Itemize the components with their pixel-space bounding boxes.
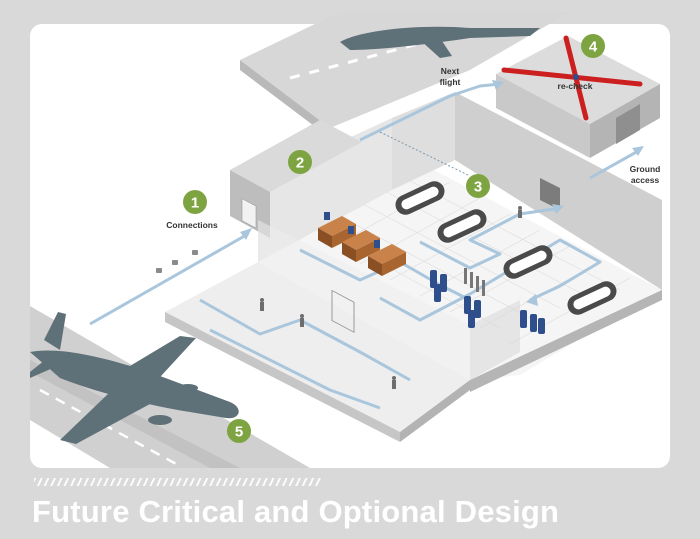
- front-wall: [258, 220, 470, 380]
- label-connections: Connections: [166, 220, 218, 230]
- building-2-door: [241, 198, 257, 229]
- label-ground-access-2: access: [631, 175, 660, 185]
- back-wall-left: [258, 118, 392, 262]
- marker-5: 5: [227, 419, 251, 443]
- label-next-flight-2: flight: [440, 77, 461, 87]
- marker-1: 1: [183, 190, 207, 214]
- building-4-left: [496, 74, 590, 158]
- marker-4-text: 4: [589, 39, 598, 56]
- marker-2-text: 2: [296, 155, 304, 172]
- aircraft-top: [340, 26, 540, 58]
- passengers: [260, 206, 522, 389]
- ground-access-door: [540, 178, 560, 210]
- sightline-dotted: [379, 131, 471, 177]
- building-4-opening: [616, 104, 640, 144]
- marker-5-text: 5: [235, 424, 243, 441]
- recheck-cross-center: [573, 74, 579, 80]
- runway-bottom-shoulder: [30, 360, 240, 468]
- runway-bottom-stripe: [39, 388, 181, 468]
- queue-posts: [464, 268, 485, 296]
- label-recheck: re-check: [558, 81, 593, 91]
- apron-floor: [165, 262, 470, 432]
- page-title: Future Critical and Optional Design: [32, 494, 560, 529]
- title-hatch-decoration: [34, 478, 322, 486]
- entrance-door: [331, 289, 355, 333]
- security-kiosks: [430, 270, 545, 334]
- marker-3-text: 3: [474, 179, 482, 196]
- marker-3: 3: [466, 174, 490, 198]
- label-ground-access-1: Ground: [630, 164, 661, 174]
- terminal-base-edge: [470, 290, 662, 392]
- baggage-carousels: [395, 181, 617, 315]
- apron-floor-edge-right: [400, 380, 470, 442]
- label-next-flight-1: Next: [441, 66, 460, 76]
- recheck-cross-a: [501, 67, 643, 87]
- checkin-desks: [318, 212, 406, 276]
- luggage: [156, 250, 198, 273]
- runway-top: [240, 12, 570, 128]
- route-arrowheads: [240, 80, 644, 306]
- marker-4: 4: [581, 34, 605, 58]
- front-wall-right: [470, 300, 520, 380]
- runway-top-side: [240, 60, 330, 138]
- title-bar: Future Critical and Optional Design: [32, 478, 672, 538]
- aircraft-bottom: [30, 312, 239, 444]
- marker-2: 2: [288, 150, 312, 174]
- marker-1-text: 1: [191, 195, 199, 212]
- apron-floor-edge: [165, 312, 400, 442]
